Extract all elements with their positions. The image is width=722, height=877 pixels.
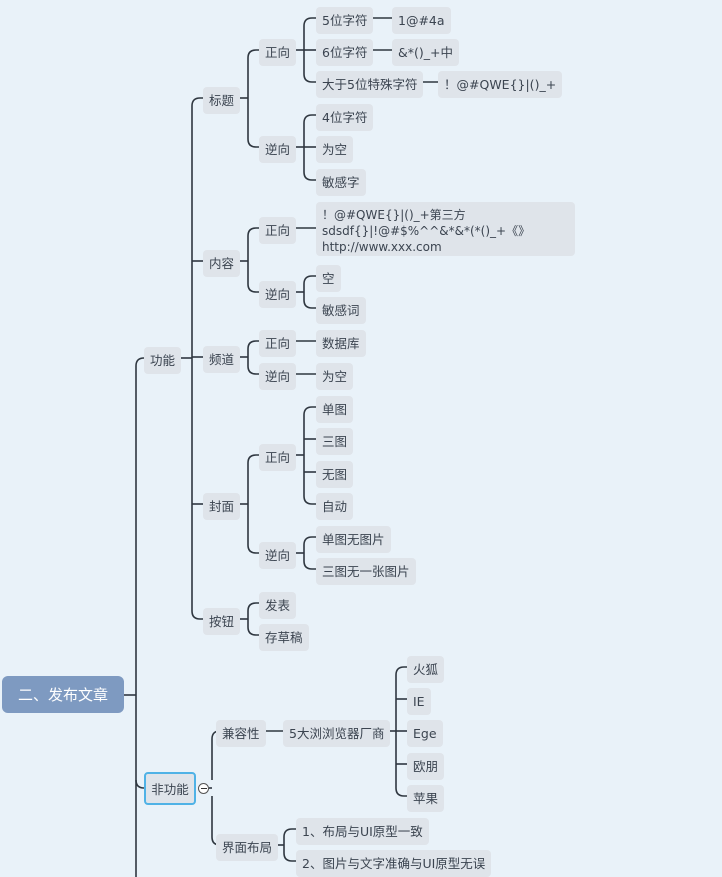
node-vendor-2[interactable]: IE — [407, 688, 431, 715]
node-button[interactable]: 按钮 — [203, 608, 241, 635]
node-content-positive[interactable]: 正向 — [259, 217, 297, 244]
node-channel-negative[interactable]: 逆向 — [259, 363, 297, 390]
node-cover-positive[interactable]: 正向 — [259, 444, 297, 471]
node-vendor-3[interactable]: Ege — [407, 720, 443, 747]
node-channel-pos-value[interactable]: 数据库 — [316, 330, 366, 357]
node-channel-neg-value[interactable]: 为空 — [316, 363, 354, 390]
node-cover-pos-item-1[interactable]: 单图 — [316, 396, 354, 423]
node-content-pos-text[interactable]: ！@#QWE{}|()_+第三方sdsdf{}|!@#$%^^&*&*(*()_… — [316, 202, 575, 256]
node-compat-vendors[interactable]: 5大浏浏览器厂商 — [283, 720, 391, 747]
node-cover[interactable]: 封面 — [203, 493, 241, 520]
node-title-pos-value-2[interactable]: &*()_+中 — [392, 39, 459, 66]
node-cover-pos-item-4[interactable]: 自动 — [316, 493, 354, 520]
node-functional[interactable]: 功能 — [144, 347, 182, 374]
node-nonfunctional[interactable]: 非功能 — [144, 772, 196, 805]
node-vendor-5[interactable]: 苹果 — [407, 785, 445, 812]
node-title-pos-value-3[interactable]: ！@#QWE{}|()_+ — [438, 71, 563, 98]
node-title-pos-value-1[interactable]: 1@#4a — [392, 7, 451, 34]
node-title-neg-item-3[interactable]: 敏感字 — [316, 169, 366, 196]
node-layout-item-2[interactable]: 2、图片与文字准确与UI原型无误 — [296, 850, 492, 877]
node-vendor-4[interactable]: 欧朋 — [407, 753, 445, 780]
node-compat[interactable]: 兼容性 — [216, 720, 266, 747]
node-cover-pos-item-2[interactable]: 三图 — [316, 428, 354, 455]
node-button-item-2[interactable]: 存草稿 — [259, 624, 309, 651]
root-node[interactable]: 二、发布文章 — [2, 676, 124, 713]
node-cover-neg-item-2[interactable]: 三图无一张图片 — [316, 558, 416, 585]
node-layout-item-1[interactable]: 1、布局与UI原型一致 — [296, 818, 429, 845]
node-layout[interactable]: 界面布局 — [216, 834, 279, 861]
node-cover-negative[interactable]: 逆向 — [259, 542, 297, 569]
node-channel-positive[interactable]: 正向 — [259, 330, 297, 357]
node-content-neg-item-1[interactable]: 空 — [316, 265, 341, 292]
node-title-pos-item-1[interactable]: 5位字符 — [316, 7, 374, 34]
node-channel[interactable]: 频道 — [203, 346, 241, 373]
node-vendor-1[interactable]: 火狐 — [407, 656, 445, 683]
node-title-pos-item-3[interactable]: 大于5位特殊字符 — [316, 71, 424, 98]
node-cover-pos-item-3[interactable]: 无图 — [316, 461, 354, 488]
node-content-neg-item-2[interactable]: 敏感词 — [316, 297, 366, 324]
node-title-neg-item-1[interactable]: 4位字符 — [316, 104, 374, 131]
node-title-neg-item-2[interactable]: 为空 — [316, 136, 354, 163]
node-title[interactable]: 标题 — [203, 87, 241, 114]
node-cover-neg-item-1[interactable]: 单图无图片 — [316, 526, 391, 553]
node-title-pos-item-2[interactable]: 6位字符 — [316, 39, 374, 66]
node-button-item-1[interactable]: 发表 — [259, 592, 297, 619]
node-content-negative[interactable]: 逆向 — [259, 281, 297, 308]
node-content[interactable]: 内容 — [203, 250, 241, 277]
node-title-negative[interactable]: 逆向 — [259, 136, 297, 163]
node-title-positive[interactable]: 正向 — [259, 39, 297, 66]
collapse-toggle-icon[interactable] — [198, 783, 209, 794]
